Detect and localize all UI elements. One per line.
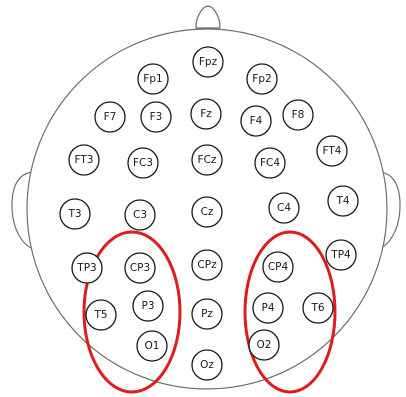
electrode-tp3: TP3 [72, 253, 102, 283]
electrode-label: Fpz [199, 56, 218, 68]
electrode-cpz: CPz [192, 250, 222, 280]
electrode-label: T4 [335, 195, 349, 207]
electrode-label: O2 [257, 339, 272, 351]
electrode-fc3: FC3 [128, 148, 158, 178]
electrode-c4: C4 [269, 193, 299, 223]
electrode-label: FT4 [323, 145, 342, 157]
electrode-label: C3 [133, 209, 147, 221]
electrode-label: FC4 [260, 157, 280, 169]
electrode-label: T6 [310, 302, 324, 314]
electrode-label: T5 [93, 309, 107, 321]
electrode-o2: O2 [249, 330, 279, 360]
electrode-t3: T3 [60, 199, 90, 229]
electrode-label: P4 [261, 302, 274, 314]
electrode-label: FT3 [75, 154, 94, 166]
electrode-cp4: CP4 [263, 252, 293, 282]
electrode-fz: Fz [191, 99, 221, 129]
electrode-fp2: Fp2 [247, 64, 277, 94]
electrode-ft3: FT3 [69, 145, 99, 175]
electrode-t6: T6 [303, 293, 333, 323]
electrode-label: Pz [201, 308, 213, 320]
nose-outline [196, 6, 220, 28]
electrode-c3: C3 [125, 200, 155, 230]
electrode-p3: P3 [133, 291, 163, 321]
electrode-label: Fp1 [143, 73, 162, 85]
electrode-o1: O1 [137, 331, 167, 361]
electrode-label: F8 [292, 109, 305, 121]
electrode-f7: F7 [95, 102, 125, 132]
electrode-label: CP4 [268, 261, 289, 273]
electrode-label: Oz [200, 359, 214, 371]
electrode-label: TP3 [76, 262, 96, 274]
electrode-cz: Cz [192, 197, 222, 227]
electrode-label: CPz [197, 259, 217, 271]
electrode-f4: F4 [241, 106, 271, 136]
electrode-label: O1 [145, 340, 160, 352]
electrode-label: CP3 [130, 262, 150, 274]
electrode-label: F7 [104, 111, 117, 123]
electrode-fc4: FC4 [255, 148, 285, 178]
electrode-label: FCz [198, 154, 217, 166]
electrode-label: T3 [67, 208, 81, 220]
electrode-tp4: TP4 [326, 240, 356, 270]
electrode-label: FC3 [133, 157, 153, 169]
electrode-cp3: CP3 [125, 253, 155, 283]
electrode-label: P3 [141, 300, 154, 312]
electrode-f8: F8 [283, 100, 313, 130]
electrode-fp1: Fp1 [138, 64, 168, 94]
electrode-oz: Oz [192, 350, 222, 380]
electrode-pz: Pz [192, 299, 222, 329]
electrode-f3: F3 [141, 102, 171, 132]
electrode-label: Fz [200, 108, 212, 120]
electrode-label: Fp2 [252, 73, 271, 85]
electrode-label: F4 [250, 115, 263, 127]
electrode-label: F3 [150, 111, 163, 123]
electrode-label: TP4 [330, 249, 351, 261]
electrode-fcz: FCz [192, 145, 222, 175]
electrode-ft4: FT4 [317, 136, 347, 166]
electrode-p4: P4 [253, 293, 283, 323]
electrode-label: C4 [277, 202, 291, 214]
electrode-fpz: Fpz [193, 47, 223, 77]
electrode-label: Cz [201, 206, 214, 218]
electrode-t5: T5 [86, 300, 116, 330]
electrode-t4: T4 [328, 186, 358, 216]
